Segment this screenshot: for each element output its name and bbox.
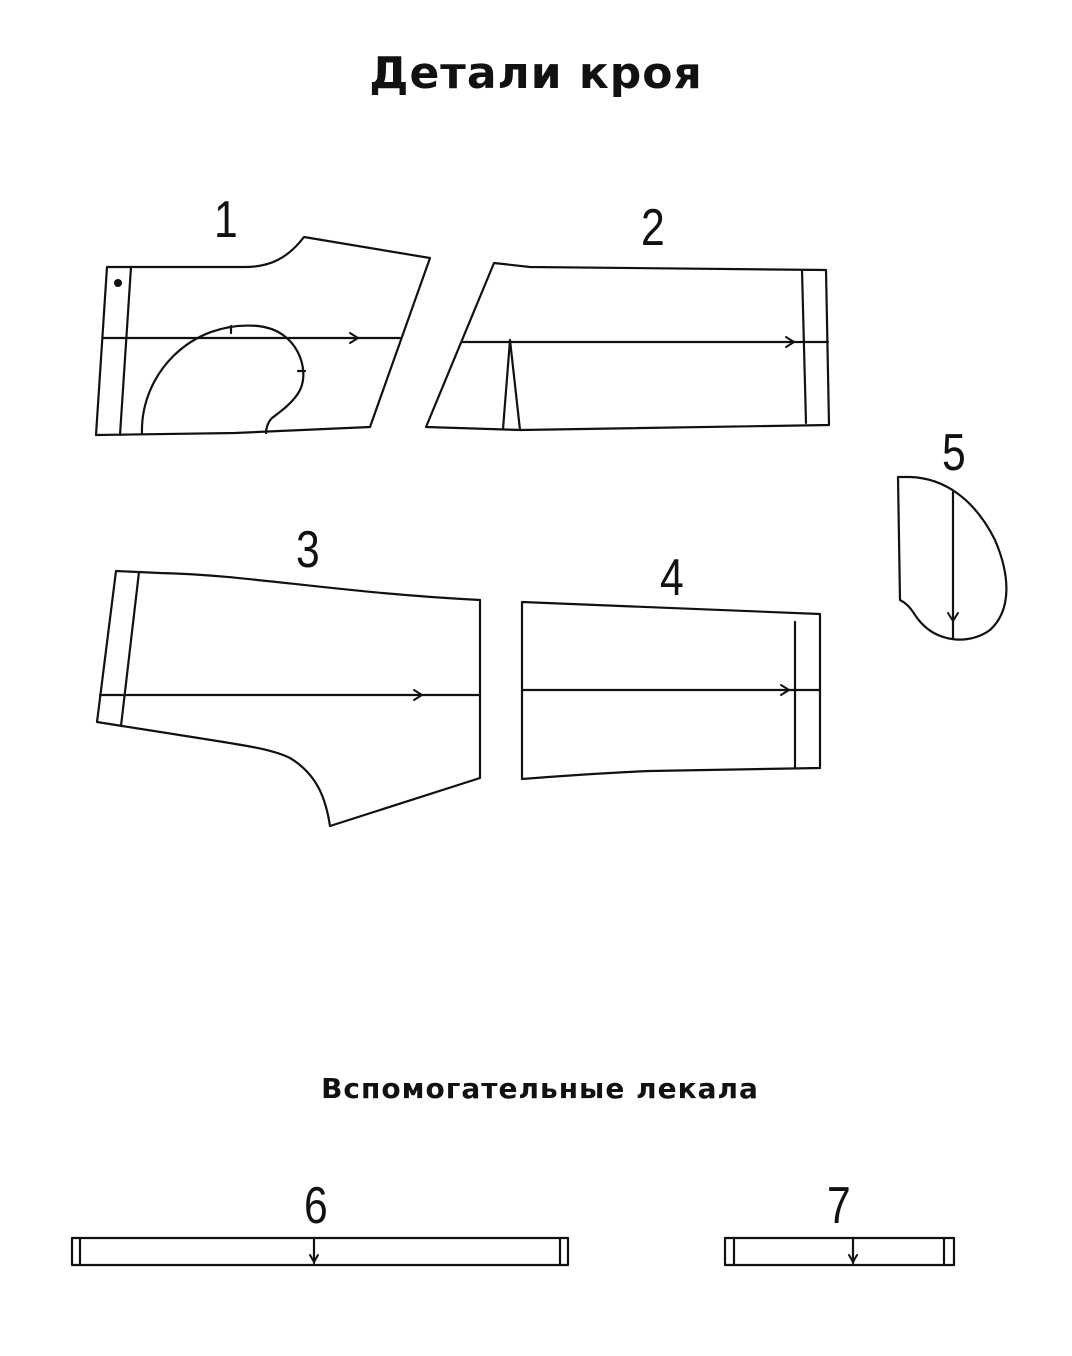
piece-6-outline (70, 1236, 570, 1267)
piece-1-pocket-line (140, 324, 305, 436)
piece-7-grainline-arrow (848, 1254, 858, 1263)
piece-2-dart (501, 338, 522, 432)
piece-3-outline (95, 569, 482, 828)
piece-4-grainline-arrow (780, 684, 790, 696)
piece-5-grainline-arrow (947, 612, 959, 622)
piece-5-label: 5 (942, 424, 966, 482)
pattern-piece-7 (723, 1236, 956, 1267)
piece-3-hem-line (119, 570, 141, 728)
piece-1-outline (94, 235, 432, 437)
piece-1-grainline-arrow (349, 332, 359, 344)
page-title: Детали кроя (369, 48, 703, 99)
piece-2-hem-line (800, 268, 808, 425)
piece-3-label: 3 (296, 521, 320, 579)
piece-6-label: 6 (304, 1177, 328, 1235)
piece-7-outline (723, 1236, 956, 1267)
piece-1-fold-line (118, 265, 133, 437)
piece-5-outline (896, 475, 1008, 641)
piece-1-marker-dot (114, 279, 122, 287)
pattern-piece-3 (95, 569, 482, 828)
auxiliary-patterns-heading: Вспомогательные лекала (321, 1072, 759, 1105)
piece-3-grainline-arrow (413, 689, 423, 701)
piece-1-label: 1 (214, 191, 238, 249)
pattern-piece-6 (70, 1236, 570, 1267)
pattern-piece-4 (520, 600, 822, 781)
pattern-piece-5 (896, 475, 1008, 641)
pattern-piece-2 (424, 261, 831, 432)
piece-2-outline (424, 261, 831, 432)
pattern-piece-1 (94, 235, 432, 437)
piece-4-label: 4 (660, 549, 684, 607)
piece-7-label: 7 (827, 1177, 851, 1235)
piece-4-outline (520, 600, 822, 781)
piece-2-label: 2 (641, 199, 665, 257)
piece-6-grainline-arrow (309, 1254, 319, 1263)
piece-2-grainline-arrow (785, 336, 795, 348)
